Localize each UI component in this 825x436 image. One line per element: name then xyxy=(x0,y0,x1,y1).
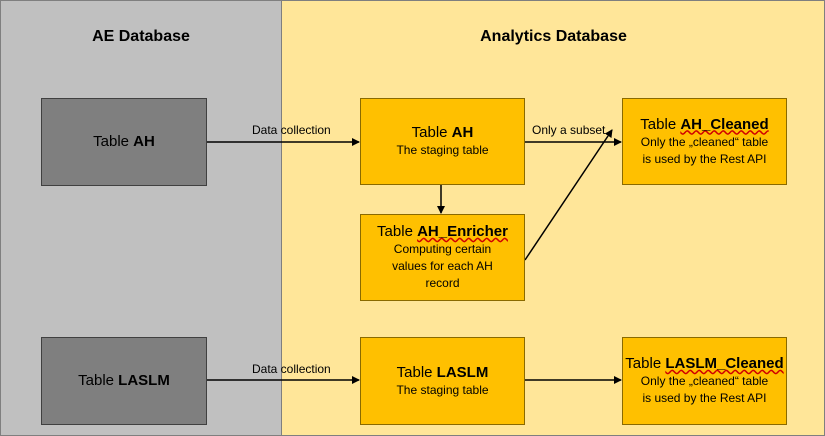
table-ah-staging-desc: The staging table xyxy=(396,143,489,157)
table-laslm-staging-node: Table LASLM The staging table xyxy=(360,337,525,425)
table-laslm-source-label: Table LASLM xyxy=(78,372,170,389)
table-laslm-cleaned-title: Table LASLM_Cleaned xyxy=(625,355,784,372)
laslm-data-collection-label: Data collection xyxy=(252,362,331,376)
table-ah-enricher-desc: Computing certain values for each AH rec… xyxy=(392,242,493,290)
table-ah-staging-node: Table AH The staging table xyxy=(360,98,525,185)
table-ah-cleaned-title: Table AH_Cleaned xyxy=(640,115,769,133)
ae-database-title: AE Database xyxy=(92,28,190,45)
analytics-database-title: Analytics Database xyxy=(480,28,627,45)
enricher-to-cleaned-arrow xyxy=(524,129,613,261)
table-laslm-staging-desc: The staging table xyxy=(396,382,489,397)
table-laslm-source-node: Table LASLM xyxy=(41,337,207,425)
table-ah-enricher-title: Table AH_Enricher xyxy=(377,223,508,240)
table-laslm-staging-title: Table LASLM xyxy=(396,363,489,381)
table-ah-staging-title: Table AH xyxy=(411,124,474,141)
table-ah-enricher-node: Table AH_Enricher Computing certain valu… xyxy=(360,214,525,301)
ah-data-collection-label: Data collection xyxy=(252,123,331,137)
table-ah-cleaned-desc: Only the „cleaned“ table is used by the … xyxy=(640,134,769,166)
table-laslm-cleaned-node: Table LASLM_Cleaned Only the „cleaned“ t… xyxy=(622,337,787,425)
table-ah-cleaned-node: Table AH_Cleaned Only the „cleaned“ tabl… xyxy=(622,98,787,185)
only-a-subset-label: Only a subset xyxy=(532,123,606,137)
table-ah-source-label: Table AH xyxy=(93,133,155,150)
table-ah-source-node: Table AH xyxy=(41,98,207,186)
table-laslm-cleaned-desc: Only the „cleaned“ table is used by the … xyxy=(640,374,769,405)
